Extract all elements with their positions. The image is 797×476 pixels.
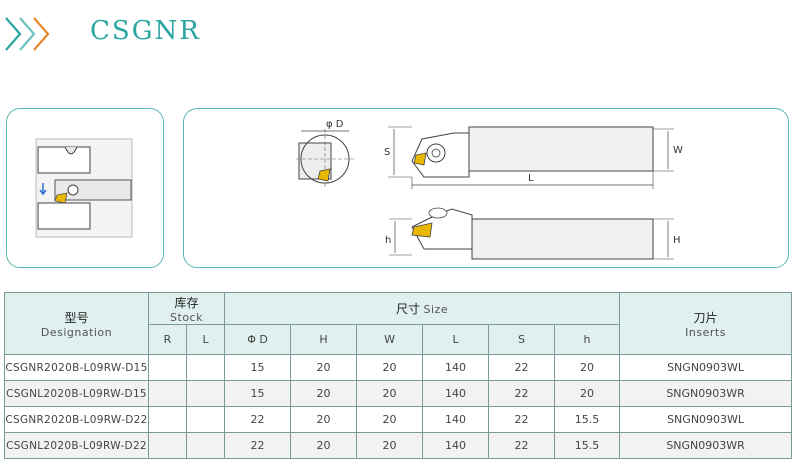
dim-label-phi-d: φ D bbox=[326, 119, 344, 130]
stock-r-cell bbox=[148, 406, 187, 433]
h-cell: 15.5 bbox=[554, 432, 621, 459]
header-inserts: 刀片 Inserts bbox=[619, 292, 793, 355]
stock-r-cell bbox=[148, 354, 187, 381]
designation-cell: CSGNR2020B-L09RW-D15 bbox=[4, 354, 149, 381]
page-title: CSGNR bbox=[90, 16, 201, 46]
workpiece-drawing bbox=[35, 138, 133, 238]
header-size-h: H bbox=[290, 324, 358, 355]
stock-r-cell bbox=[148, 380, 187, 407]
insert-cell: SNGN0903WR bbox=[619, 432, 793, 459]
table-row: CSGNL2020B-L09RW-D15 15 20 20 140 22 20 … bbox=[4, 380, 793, 407]
h-cell: 20 bbox=[554, 354, 621, 381]
table-row: CSGNR2020B-L09RW-D22 22 20 20 140 22 15.… bbox=[4, 406, 793, 433]
W-cell: 20 bbox=[356, 354, 424, 381]
H-cell: 20 bbox=[290, 432, 358, 459]
dimension-drawing: φ D S W L h H bbox=[296, 119, 683, 260]
d-cell: 15 bbox=[224, 380, 292, 407]
header-size-h-small: h bbox=[554, 324, 621, 355]
spec-table: 型号 Designation 库存 Stock 尺寸 Size 刀片 Inser… bbox=[4, 292, 793, 459]
header-stock: 库存 Stock bbox=[147, 292, 226, 325]
stock-r-cell bbox=[148, 432, 187, 459]
H-cell: 20 bbox=[290, 354, 358, 381]
S-cell: 22 bbox=[488, 354, 556, 381]
d-cell: 22 bbox=[224, 432, 292, 459]
S-cell: 22 bbox=[488, 380, 556, 407]
L-cell: 140 bbox=[422, 432, 490, 459]
designation-cell: CSGNL2020B-L09RW-D22 bbox=[4, 432, 149, 459]
header-size-l: L bbox=[422, 324, 490, 355]
header: CSGNR bbox=[0, 0, 797, 70]
dim-label-w: W bbox=[673, 145, 683, 156]
dimension-panel: φ D S W L h H bbox=[183, 108, 789, 268]
table-row: CSGNR2020B-L09RW-D15 15 20 20 140 22 20 … bbox=[4, 354, 793, 381]
header-size-d: Φ D bbox=[224, 324, 292, 355]
W-cell: 20 bbox=[356, 380, 424, 407]
dim-label-l: L bbox=[528, 173, 534, 184]
dim-label-h-small: h bbox=[385, 235, 391, 246]
L-cell: 140 bbox=[422, 380, 490, 407]
H-cell: 20 bbox=[290, 380, 358, 407]
d-cell: 22 bbox=[224, 406, 292, 433]
S-cell: 22 bbox=[488, 406, 556, 433]
h-cell: 15.5 bbox=[554, 406, 621, 433]
table-row: CSGNL2020B-L09RW-D22 22 20 20 140 22 15.… bbox=[4, 432, 793, 459]
stock-l-cell bbox=[185, 432, 226, 459]
L-cell: 140 bbox=[422, 406, 490, 433]
header-stock-l: L bbox=[185, 324, 226, 355]
stock-l-cell bbox=[185, 406, 226, 433]
S-cell: 22 bbox=[488, 432, 556, 459]
H-cell: 20 bbox=[290, 406, 358, 433]
insert-cell: SNGN0903WR bbox=[619, 380, 793, 407]
stock-l-cell bbox=[185, 380, 226, 407]
header-designation: 型号 Designation bbox=[4, 292, 149, 355]
W-cell: 20 bbox=[356, 406, 424, 433]
header-size-w: W bbox=[356, 324, 424, 355]
header-stock-r: R bbox=[148, 324, 187, 355]
designation-cell: CSGNL2020B-L09RW-D15 bbox=[4, 380, 149, 407]
L-cell: 140 bbox=[422, 354, 490, 381]
h-cell: 20 bbox=[554, 380, 621, 407]
stock-l-cell bbox=[185, 354, 226, 381]
dim-label-s: S bbox=[384, 147, 390, 158]
chevrons-icon bbox=[5, 17, 50, 51]
header-size: 尺寸 Size bbox=[224, 292, 621, 325]
header-size-s: S bbox=[488, 324, 556, 355]
W-cell: 20 bbox=[356, 432, 424, 459]
insert-cell: SNGN0903WL bbox=[619, 406, 793, 433]
insert-cell: SNGN0903WL bbox=[619, 354, 793, 381]
workpiece-panel bbox=[6, 108, 164, 268]
designation-cell: CSGNR2020B-L09RW-D22 bbox=[4, 406, 149, 433]
dim-label-h-big: H bbox=[673, 235, 681, 246]
d-cell: 15 bbox=[224, 354, 292, 381]
